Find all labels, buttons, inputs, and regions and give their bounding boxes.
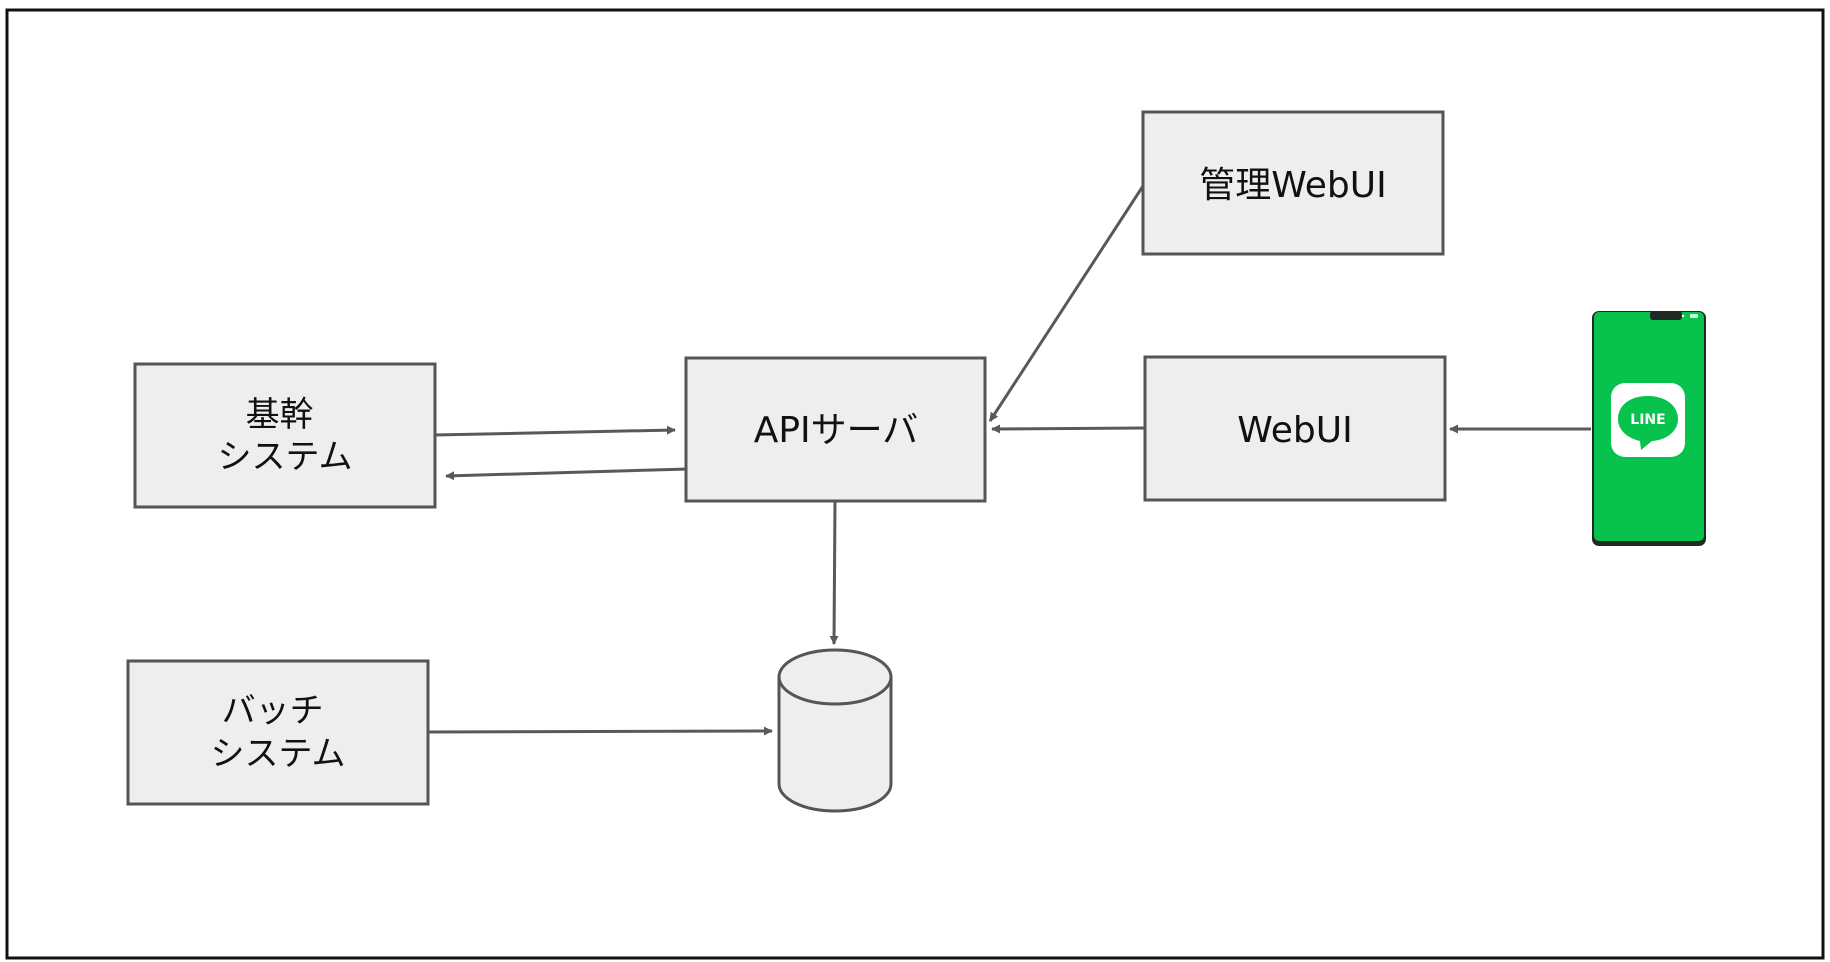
edge-webui-to-api — [991, 424, 1146, 434]
node-batch: バッチ システム — [126, 659, 430, 806]
node-admin-webui-label: 管理WebUI — [1199, 165, 1386, 206]
node-api-server: APIサーバ — [684, 356, 987, 503]
edge-admin-webui-to-api — [988, 185, 1145, 422]
line-app-icon: LINE — [1611, 383, 1685, 457]
svg-text:基幹 システム: 基幹 システム — [218, 395, 353, 477]
node-admin-webui: 管理WebUI — [1141, 110, 1445, 256]
edge-batch-to-database — [427, 726, 773, 736]
svg-text:バッチ システム: バッチ システム — [211, 691, 346, 774]
node-batch-line-1: バッチ — [222, 691, 324, 731]
edge-kikan-to-api — [433, 425, 676, 437]
line-logo-text: LINE — [1630, 412, 1665, 428]
node-kikan: 基幹 システム — [133, 362, 437, 509]
edge-api-to-database — [829, 499, 839, 645]
node-webui-label: WebUI — [1237, 410, 1352, 451]
node-batch-line-2: システム — [211, 734, 346, 774]
node-kikan-line-2: システム — [218, 437, 353, 477]
edge-api-to-kikan — [445, 467, 689, 481]
edges — [427, 185, 1591, 736]
smartphone-icon: LINE — [1592, 311, 1706, 546]
node-webui: WebUI — [1143, 355, 1447, 502]
node-api-label: APIサーバ — [754, 410, 919, 451]
database-cylinder-icon — [777, 648, 893, 813]
node-kikan-line-1: 基幹 — [246, 395, 314, 435]
